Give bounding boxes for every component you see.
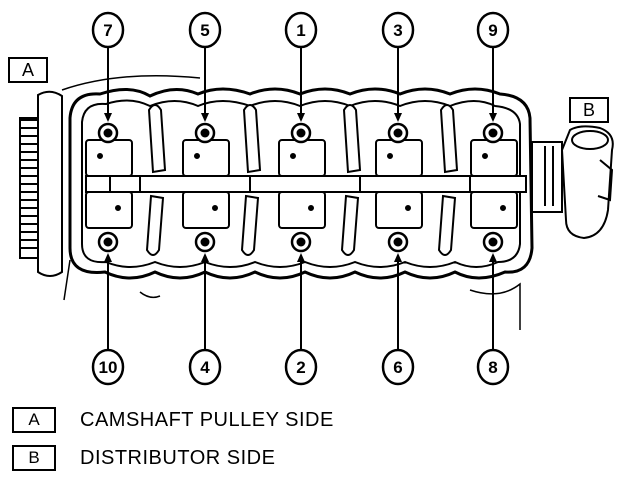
bolt-leader-arrow: [104, 47, 112, 122]
camshaft: [85, 175, 527, 193]
bolt-sequence-number: 4: [200, 358, 210, 377]
rocker-arm-upper: [342, 104, 362, 174]
distributor-side-marker: B: [569, 97, 609, 123]
distributor: [531, 125, 614, 240]
bolt-sequence-label: 6: [381, 348, 415, 386]
bolt-leader-arrow: [201, 47, 209, 122]
bolt-layer: 7 5 1 3 9 10 4 2 6 8: [91, 11, 510, 386]
legend-text: CAMSHAFT PULLEY SIDE: [80, 408, 334, 431]
rocker-cap-upper: [182, 139, 230, 177]
cylinder-head-bolt: [194, 122, 216, 144]
cylinder-head-diagram: 7 5 1 3 9 10 4 2 6 8: [19, 11, 614, 386]
bolt-leader-arrow: [104, 253, 112, 350]
legend-item-camshaft-pulley-side: A CAMSHAFT PULLEY SIDE: [12, 406, 334, 434]
bolt-sequence-number: 5: [200, 21, 209, 40]
cylinder-head-bolt: [290, 122, 312, 144]
bolt-sequence-label: 8: [476, 348, 510, 386]
bolt-leader-arrow: [394, 47, 402, 122]
rocker-cap-upper: [85, 139, 133, 177]
rocker-arm-lower: [437, 194, 457, 256]
rocker-shaft-caps: [85, 139, 518, 229]
bolt-leader-arrow: [489, 253, 497, 350]
rocker-cap-lower: [470, 191, 518, 229]
camshaft-pulley-side-marker: A: [8, 57, 48, 83]
bolt-sequence-number: 8: [488, 358, 497, 377]
bolt-leader-arrow: [394, 253, 402, 350]
rocker-arms: [145, 104, 459, 256]
rocker-cap-lower: [85, 191, 133, 229]
cylinder-head-bolt: [482, 122, 504, 144]
rocker-cap-lower: [375, 191, 423, 229]
rocker-arm-lower: [145, 194, 165, 256]
rocker-cap-upper: [375, 139, 423, 177]
cylinder-head-bolt: [194, 231, 216, 253]
bolt-sequence-number: 2: [296, 358, 305, 377]
bolt-sequence-label: 9: [476, 11, 510, 49]
rocker-arm-upper: [439, 104, 459, 174]
bolt-leader-arrow: [297, 47, 305, 122]
cylinder-head-bolt: [482, 231, 504, 253]
bolt-sequence-number: 7: [103, 21, 112, 40]
cylinder-head-bolt: [387, 122, 409, 144]
bolt-sequence-label: 10: [91, 348, 125, 386]
cylinder-head-bolt: [97, 231, 119, 253]
rocker-arm-upper: [242, 104, 262, 174]
bolt-leader-arrow: [201, 253, 209, 350]
bolt-sequence-number: 3: [393, 21, 402, 40]
legend-text: DISTRIBUTOR SIDE: [80, 446, 276, 469]
rocker-arm-lower: [340, 194, 360, 256]
bolt-sequence-label: 3: [381, 11, 415, 49]
bolt-leader-arrow: [489, 47, 497, 122]
legend-item-distributor-side: B DISTRIBUTOR SIDE: [12, 444, 275, 472]
bolt-sequence-number: 1: [296, 21, 305, 40]
bolt-sequence-label: 7: [91, 11, 125, 49]
cylinder-head-bolt: [290, 231, 312, 253]
rocker-arm-upper: [147, 104, 167, 174]
bolt-sequence-number: 6: [393, 358, 402, 377]
bolt-sequence-number: 9: [488, 21, 497, 40]
rocker-cap-upper: [278, 139, 326, 177]
rocker-arm-lower: [240, 194, 260, 256]
bolt-sequence-label: 1: [284, 11, 318, 49]
bolt-sequence-label: 4: [188, 348, 222, 386]
cylinder-head-bolt: [387, 231, 409, 253]
bolt-sequence-label: 5: [188, 11, 222, 49]
cylinder-head-bolt: [97, 122, 119, 144]
bolt-sequence-label: 2: [284, 348, 318, 386]
legend-key: A: [12, 407, 56, 433]
rocker-cap-upper: [470, 139, 518, 177]
bolt-sequence-number: 10: [99, 358, 118, 377]
cylinder-head-outline: [61, 75, 534, 330]
rocker-cap-lower: [182, 191, 230, 229]
rocker-cap-lower: [278, 191, 326, 229]
camshaft-pulley: [19, 90, 63, 277]
legend-key: B: [12, 445, 56, 471]
bolt-leader-arrow: [297, 253, 305, 350]
